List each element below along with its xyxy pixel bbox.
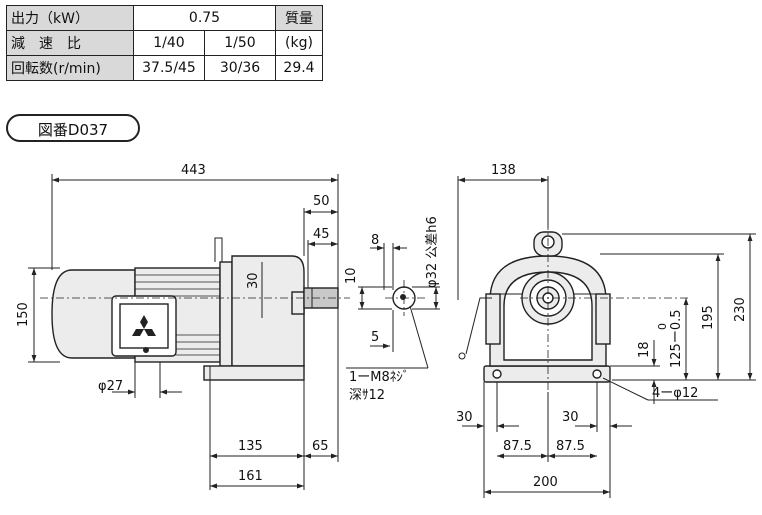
table-row: 出力（kW） 0.75 質量 — [6, 5, 323, 31]
table-row: 減 速 比 1/40 1/50 (kg) — [6, 30, 323, 56]
hole-note: 4ーφ12 — [652, 386, 698, 401]
dim-shaft-phi32: φ32 公差h6 — [425, 216, 440, 288]
side-view — [40, 237, 350, 381]
front-base — [483, 365, 611, 383]
dim-hole-30-left: 30 — [456, 410, 473, 425]
dim-150: 150 — [16, 302, 31, 327]
table-row: 回転数(r/min) 37.5/45 30/36 29.4 — [6, 55, 323, 81]
speed-label: 回転数(r/min) — [6, 55, 134, 81]
dim-87-left: 87.5 — [503, 439, 532, 454]
dim-key-5: 5 — [371, 330, 379, 345]
speed-a: 37.5/45 — [133, 55, 205, 81]
spec-table: 出力（kW） 0.75 質量 減 速 比 1/40 1/50 (kg) 回転数(… — [6, 5, 323, 81]
dim-87-right: 87.5 — [556, 439, 585, 454]
mass-label: 質量 — [275, 5, 323, 31]
ratio-b: 1/50 — [204, 30, 276, 56]
dim-138: 138 — [491, 163, 516, 178]
dim-200: 200 — [533, 475, 558, 490]
motor-flange — [219, 261, 233, 367]
gear-housing-side — [231, 255, 305, 367]
dim-443: 443 — [181, 163, 206, 178]
dim-50: 50 — [313, 194, 330, 209]
tap-note-line2: 深ｻ12 — [349, 388, 385, 403]
drawing-number-badge: 図番D037 — [6, 114, 140, 142]
speed-b: 30/36 — [204, 55, 276, 81]
foot-side — [203, 365, 305, 381]
front-view-dimensions: 138 230 195 125ー0.5 0 18 4ーφ12 30 30 — [456, 163, 756, 498]
dim-161: 161 — [238, 469, 263, 484]
dim-30-side: 30 — [246, 272, 261, 289]
dim-shaft-height: 125ー0.5 — [669, 310, 684, 369]
front-view — [458, 222, 690, 392]
dim-phi27: φ27 — [98, 379, 123, 394]
dim-230: 230 — [733, 297, 748, 322]
mass-value: 29.4 — [275, 55, 323, 81]
dim-shaft-height-tol: 0 — [656, 323, 669, 330]
dim-195: 195 — [701, 305, 716, 330]
dim-18: 18 — [637, 341, 652, 358]
dim-135: 135 — [238, 439, 263, 454]
mitsubishi-logo — [132, 315, 156, 336]
dim-key-8: 8 — [371, 233, 379, 248]
dim-hole-30-right: 30 — [562, 410, 579, 425]
gear-bearing-cap — [291, 291, 305, 315]
ratio-label: 減 速 比 — [6, 30, 134, 56]
dim-65: 65 — [312, 439, 329, 454]
ratio-a: 1/40 — [133, 30, 205, 56]
dim-key-10: 10 — [344, 267, 359, 284]
shaft-end-detail: 8 10 5 φ32 公差h6 1ーM8ﾈｼﾞ 深ｻ12 — [344, 216, 440, 403]
terminal-screw — [143, 347, 149, 353]
tap-note-line1: 1ーM8ﾈｼﾞ — [349, 370, 409, 385]
dim-45: 45 — [313, 227, 330, 242]
output-label: 出力（kW） — [6, 5, 134, 31]
eye-bolt-side — [214, 237, 223, 262]
side-view-dimensions: 443 50 45 150 30 φ27 135 65 161 — [16, 163, 339, 490]
